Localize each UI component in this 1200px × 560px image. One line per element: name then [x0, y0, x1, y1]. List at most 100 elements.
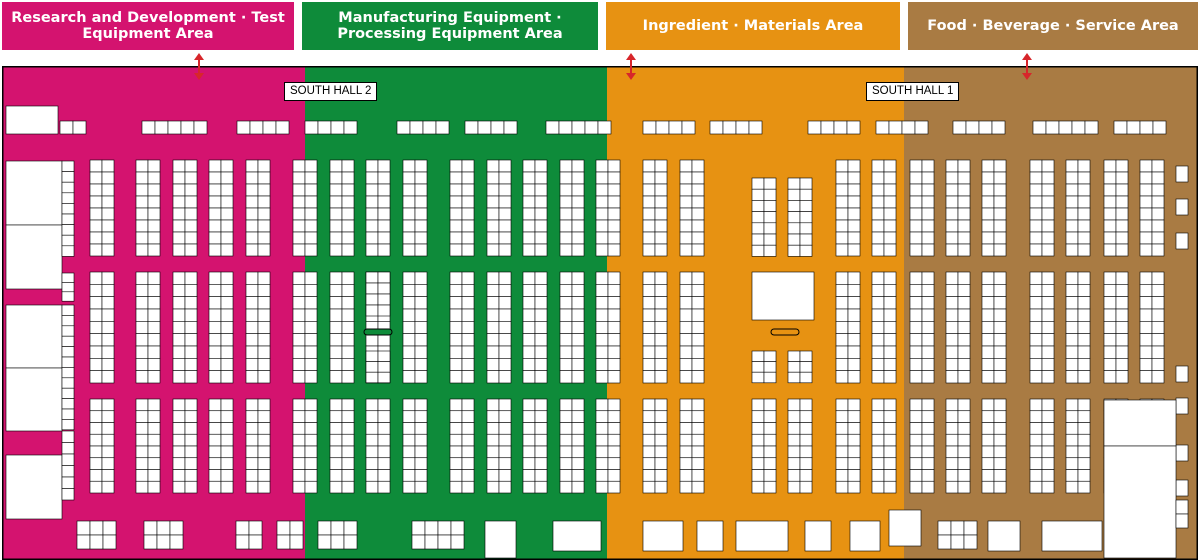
booth	[498, 195, 512, 209]
booth	[642, 358, 656, 371]
booth	[835, 308, 849, 322]
booth	[993, 271, 1007, 285]
booth	[414, 159, 428, 173]
booth	[691, 207, 705, 221]
booth	[411, 520, 426, 536]
booth	[691, 219, 705, 233]
booth	[642, 219, 656, 233]
booth	[365, 361, 379, 373]
booth	[945, 398, 959, 412]
booth	[61, 476, 75, 489]
booth	[135, 370, 149, 384]
booth	[679, 231, 693, 245]
booth	[679, 284, 693, 297]
booth	[1029, 171, 1043, 185]
booth	[304, 398, 318, 412]
booth	[304, 243, 318, 257]
booth	[559, 207, 573, 221]
booth	[799, 457, 813, 470]
booth	[1139, 370, 1153, 384]
booth	[102, 520, 117, 536]
booth	[642, 207, 656, 221]
booth	[245, 284, 259, 297]
booth	[1115, 243, 1129, 257]
booth	[461, 370, 475, 384]
booth	[909, 171, 923, 185]
booth	[461, 284, 475, 297]
booth	[329, 433, 343, 447]
booth	[341, 469, 355, 482]
booth	[402, 296, 416, 310]
booth	[993, 469, 1007, 482]
booth	[245, 345, 259, 359]
booth	[377, 433, 391, 447]
booth	[208, 284, 222, 297]
booth	[847, 358, 861, 371]
booth	[654, 284, 668, 297]
booth	[498, 296, 512, 310]
booth	[1103, 358, 1117, 371]
booth	[402, 333, 416, 347]
booth	[571, 284, 585, 297]
booth	[292, 422, 306, 435]
booth	[1151, 345, 1165, 359]
booth	[89, 520, 104, 536]
booth	[414, 457, 428, 470]
booth	[101, 231, 115, 245]
booth	[847, 457, 861, 470]
booth	[534, 410, 548, 423]
booth	[571, 183, 585, 197]
booth	[147, 231, 161, 245]
booth	[921, 207, 935, 221]
booth	[365, 480, 379, 494]
booth	[220, 333, 234, 347]
booth	[220, 398, 234, 412]
booth	[957, 271, 971, 285]
booth	[607, 433, 621, 447]
booth	[571, 171, 585, 185]
booth	[950, 534, 965, 550]
booth	[1077, 410, 1091, 423]
booth	[909, 195, 923, 209]
booth	[1029, 422, 1043, 435]
booth	[377, 171, 391, 185]
booth	[691, 422, 705, 435]
booth	[245, 370, 259, 384]
booth	[1103, 333, 1117, 347]
booth	[89, 445, 103, 459]
booth	[89, 284, 103, 297]
booth	[642, 469, 656, 482]
booth	[871, 345, 885, 359]
hall-outline	[2, 66, 1198, 560]
booth	[292, 358, 306, 371]
booth	[595, 296, 609, 310]
booth	[402, 321, 416, 334]
booth	[135, 219, 149, 233]
booth	[220, 183, 234, 197]
booth	[184, 195, 198, 209]
booth	[883, 308, 897, 322]
booth	[341, 243, 355, 257]
booth	[642, 183, 656, 197]
booth	[945, 243, 959, 257]
booth	[292, 219, 306, 233]
booth	[257, 422, 271, 435]
booth	[1065, 308, 1079, 322]
booth	[909, 445, 923, 459]
booth	[799, 398, 813, 412]
booth	[1029, 207, 1043, 221]
booth	[846, 120, 861, 135]
booth	[595, 469, 609, 482]
booth	[751, 480, 765, 494]
booth	[1103, 171, 1117, 185]
booth	[654, 345, 668, 359]
booth	[208, 171, 222, 185]
booth	[1103, 296, 1117, 310]
legend-rnd-area: Research and Development · Test Equipmen…	[2, 2, 294, 50]
booth	[1041, 520, 1103, 552]
booth	[787, 222, 801, 235]
booth	[89, 457, 103, 470]
booth	[835, 333, 849, 347]
booth	[981, 308, 995, 322]
booth	[377, 333, 391, 347]
